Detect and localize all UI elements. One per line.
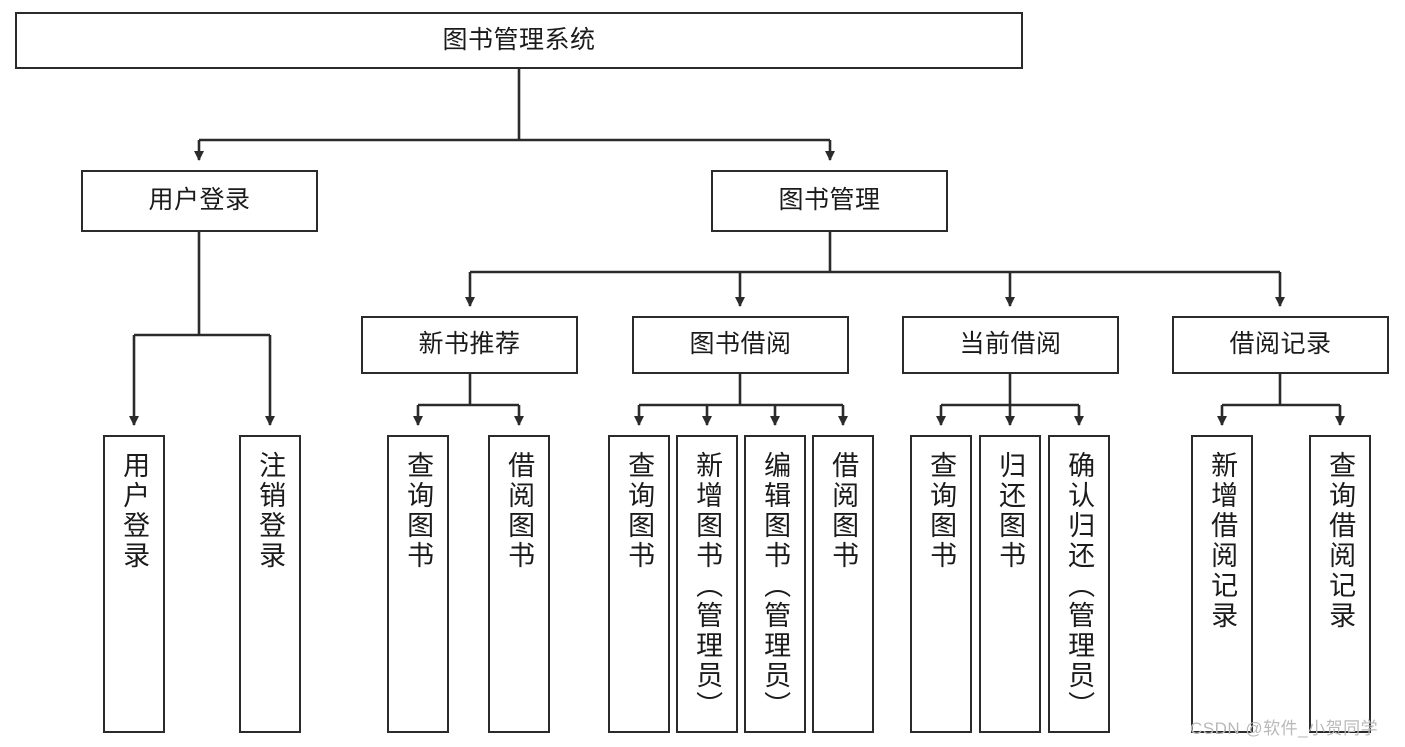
node-label: 用户登录	[119, 451, 150, 571]
node-label: 新增借阅记录	[1207, 451, 1238, 631]
node-label: 编辑图书（管理员）	[760, 451, 791, 721]
node-label: 借阅记录	[1229, 330, 1332, 359]
leaf-recommend-query-book[interactable]: 查询图书	[387, 435, 449, 733]
node-user-login[interactable]: 用户登录	[81, 170, 318, 232]
node-label: 归还图书	[995, 451, 1026, 571]
node-label: 注销登录	[255, 451, 286, 571]
node-borrow-record[interactable]: 借阅记录	[1172, 316, 1389, 374]
leaf-borrow-query-book[interactable]: 查询图书	[608, 435, 670, 733]
node-book-management[interactable]: 图书管理	[711, 170, 948, 232]
node-new-book-recommend[interactable]: 新书推荐	[361, 316, 578, 374]
node-label: 借阅图书	[504, 451, 535, 571]
node-label: 查询图书	[926, 451, 957, 571]
node-label: 图书管理系统	[442, 25, 596, 54]
watermark-text: CSDN @软件_小贺同学	[1190, 719, 1379, 738]
node-label: 用户登录	[148, 186, 251, 215]
leaf-current-return-book[interactable]: 归还图书	[979, 435, 1041, 733]
leaf-record-add-borrow-record[interactable]: 新增借阅记录	[1191, 435, 1253, 733]
node-label: 确认归还（管理员）	[1064, 451, 1095, 721]
node-label: 查询借阅记录	[1325, 451, 1356, 631]
node-label: 新增图书（管理员）	[692, 451, 723, 721]
node-current-borrow[interactable]: 当前借阅	[902, 316, 1119, 374]
node-label: 查询图书	[624, 451, 655, 571]
node-book-borrow[interactable]: 图书借阅	[632, 316, 849, 374]
node-label: 新书推荐	[418, 330, 521, 359]
leaf-record-query-borrow-record[interactable]: 查询借阅记录	[1309, 435, 1371, 733]
leaf-user-login-signout[interactable]: 注销登录	[239, 435, 301, 733]
node-label: 借阅图书	[828, 451, 859, 571]
leaf-recommend-borrow-book[interactable]: 借阅图书	[488, 435, 550, 733]
node-label: 当前借阅	[959, 330, 1062, 359]
leaf-borrow-edit-book-admin[interactable]: 编辑图书（管理员）	[744, 435, 806, 733]
leaf-borrow-borrow-book[interactable]: 借阅图书	[812, 435, 874, 733]
leaf-borrow-add-book-admin[interactable]: 新增图书（管理员）	[676, 435, 738, 733]
node-root-library-system[interactable]: 图书管理系统	[15, 12, 1023, 69]
leaf-current-query-book[interactable]: 查询图书	[910, 435, 972, 733]
leaf-user-login-signin[interactable]: 用户登录	[103, 435, 165, 733]
leaf-current-confirm-return-admin[interactable]: 确认归还（管理员）	[1048, 435, 1110, 733]
node-label: 查询图书	[403, 451, 434, 571]
node-label: 图书管理	[778, 186, 881, 215]
node-label: 图书借阅	[689, 330, 792, 359]
